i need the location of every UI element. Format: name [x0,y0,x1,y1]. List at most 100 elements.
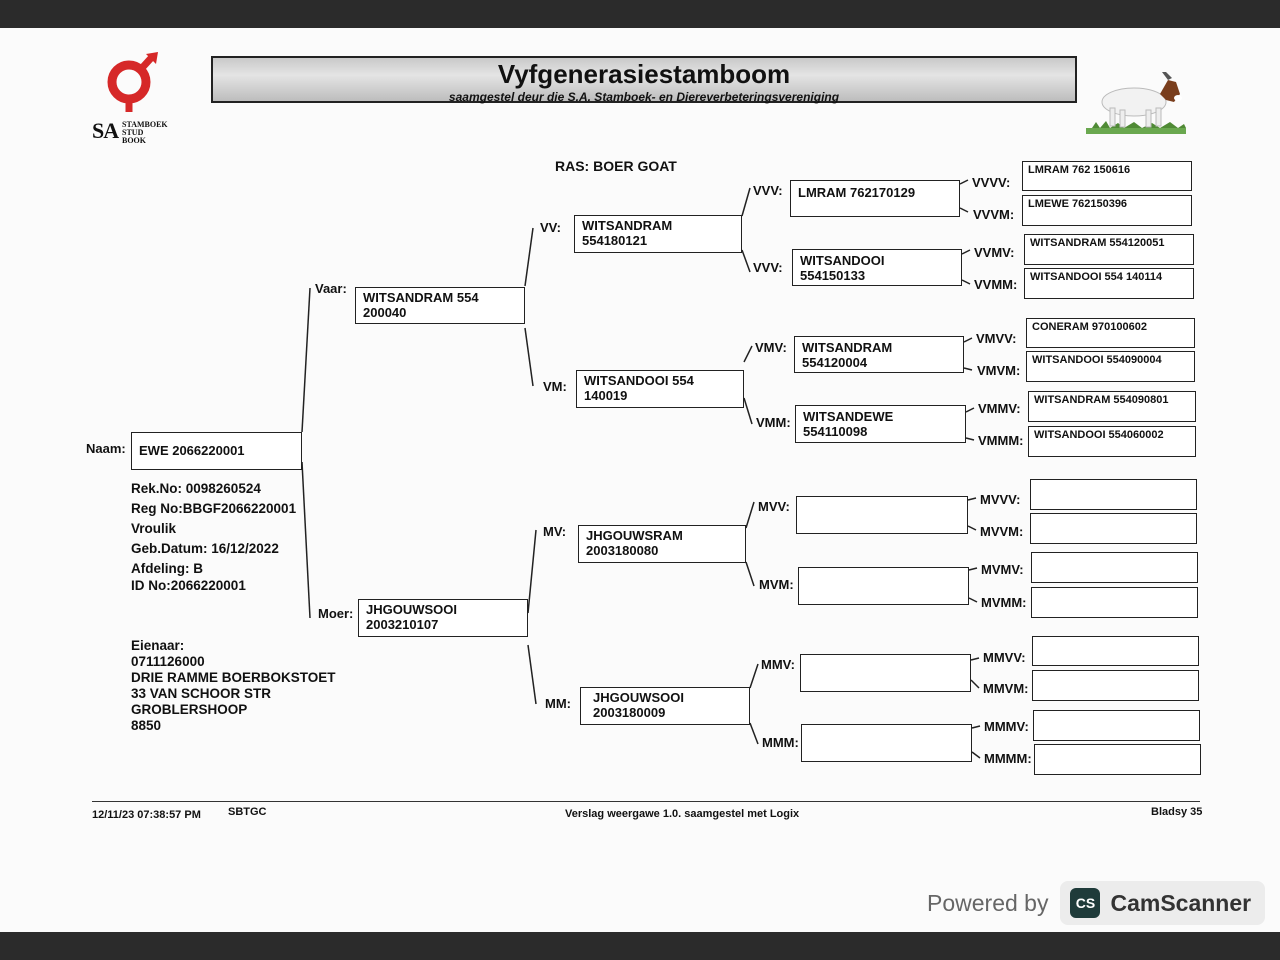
animal-box: EWE 2066220001 [131,432,302,470]
mv-label: MV: [543,524,567,539]
page-title: Vyfgenerasiestamboom [497,59,791,89]
vmv-line2: 554120004 [802,355,868,370]
vmv-box: WITSANDRAM 554120004 [794,336,964,373]
mmvv-label: MMVV: [983,650,1026,665]
bottom-bar [0,932,1280,960]
mmmm-label: MMMM: [984,751,1032,766]
footer-code: SBTGC [228,806,267,818]
sex: Vroulik [131,521,177,536]
watermark-chip: CS CamScanner [1060,881,1266,925]
footer-divider [92,801,1200,802]
vvv-box: LMRAM 762170129 [790,180,960,217]
vmm-line1: WITSANDEWE [803,409,894,424]
mvv-box [796,496,968,534]
vvm-line1: WITSANDOOI [800,253,885,268]
mmv-box [800,654,971,692]
mmvv-box [1032,636,1199,666]
sa-studbook-logo-icon [107,52,158,112]
mvmm-label: MVMM: [981,595,1027,610]
mvmv-label: MVMV: [981,562,1024,577]
mvmv-box [1031,552,1198,583]
vv-label: VV: [540,220,561,235]
vvmv-value: WITSANDRAM 554120051 [1030,237,1165,249]
vvvv-label: VVVV: [972,175,1011,190]
vmvv-value: CONERAM 970100602 [1032,321,1147,333]
camscanner-logo-icon: CS [1070,888,1101,918]
owner-street: 33 VAN SCHOOR STR [131,686,272,701]
mmv-label: MMV: [761,657,795,672]
boer-goat-image [1086,72,1186,134]
vvvm-value: LMEWE 762150396 [1028,198,1128,210]
vmvm-label: VMVM: [977,363,1021,378]
vmv-line1: WITSANDRAM [802,340,893,355]
vm-box: WITSANDOOI 554 140019 [576,370,744,408]
logo-text: SA STAMBOEK STUD BOOK [92,118,168,145]
vv-line2: 554180121 [582,233,648,248]
mvvm-box [1030,513,1197,544]
mmvm-label: MMVM: [983,681,1029,696]
footer-datetime: 12/11/23 07:38:57 PM [92,809,201,821]
owner-label: Eienaar: [131,638,185,653]
dam-line2: 2003210107 [366,617,439,632]
mvm-box [798,567,969,605]
vm-line1: WITSANDOOI 554 [584,373,694,388]
dam-label: Moer: [318,606,354,621]
vvmm-label: VVMM: [974,277,1018,292]
owner-farm: DRIE RAMME BOERBOKSTOET [131,670,336,685]
vvvv-value: LMRAM 762 150616 [1028,164,1131,176]
naam-label: Naam: [86,441,126,456]
vvv-line1: LMRAM 762170129 [798,185,916,200]
vvvv-box: LMRAM 762 150616 [1022,161,1192,191]
reg-no: Reg No:BBGF2066220001 [131,501,297,516]
mmmv-label: MMMV: [984,719,1029,734]
owner-info: Eienaar: 0711126000 DRIE RAMME BOERBOKST… [131,638,336,734]
vvmv-box: WITSANDRAM 554120051 [1024,234,1194,265]
pedigree-connector-lines [301,179,981,759]
scanned-page: SA STAMBOEK STUD BOOK Vyfgenerasiestambo… [0,28,1280,932]
logo-sa: SA [92,118,119,143]
logo-line2: STUD BOOK [122,128,147,145]
vvmm-box: WITSANDOOI 554 140114 [1024,268,1194,299]
vmvv-box: CONERAM 970100602 [1026,318,1195,348]
mm-box: JHGOUWSOOI 2003180009 [580,687,750,725]
mmmm-box [1034,744,1201,775]
vv-line1: WITSANDRAM [582,218,673,233]
animal-info: Rek.No: 0098260524 Reg No:BBGF2066220001… [131,479,296,593]
mmvm-box [1032,670,1199,701]
vmvm-box: WITSANDOOI 554090004 [1026,351,1195,382]
vmmv-box: WITSANDRAM 554090801 [1028,391,1196,422]
vmm-box: WITSANDEWE 554110098 [795,405,966,443]
mvvv-label: MVVV: [980,492,1021,507]
owner-code: 8850 [131,718,162,733]
vvvm-box: LMEWE 762150396 [1022,195,1192,226]
mmm-box [801,724,972,762]
vmvv-label: VMVV: [976,331,1017,346]
vvm-line2: 554150133 [800,268,866,283]
vmmv-value: WITSANDRAM 554090801 [1034,394,1169,406]
vmmv-label: VMMV: [978,401,1021,416]
vmmm-value: WITSANDOOI 554060002 [1034,429,1164,441]
animal-name: EWE 2066220001 [139,443,245,458]
vvmm-value: WITSANDOOI 554 140114 [1030,271,1163,283]
mv-box: JHGOUWSRAM 2003180080 [578,525,746,563]
vm-line2: 140019 [584,388,628,403]
footer-page: Bladsy 35 [1151,806,1203,818]
mm-line2: 2003180009 [593,705,666,720]
mmm-label: MMM: [762,735,799,750]
vm-label: VM: [543,379,567,394]
header-banner: Vyfgenerasiestamboom saamgestel deur die… [211,56,1077,104]
mmmv-box [1033,710,1200,741]
mvvm-label: MVVM: [980,524,1024,539]
sire-box: WITSANDRAM 554 200040 [355,287,525,324]
sire-label: Vaar: [315,281,347,296]
vvvm-label: VVVM: [973,207,1015,222]
sire-line1: WITSANDRAM 554 [363,290,479,305]
id-no: ID No:2066220001 [131,578,246,593]
dam-line1: JHGOUWSOOI [366,602,458,617]
watermark-powered: Powered by [927,889,1049,916]
vmm-line2: 554110098 [803,424,868,439]
vvv-label: VVV: [753,183,783,198]
vmvm-value: WITSANDOOI 554090004 [1032,354,1162,366]
mvvv-box [1030,479,1197,510]
rek-no: Rek.No: 0098260524 [131,481,261,496]
